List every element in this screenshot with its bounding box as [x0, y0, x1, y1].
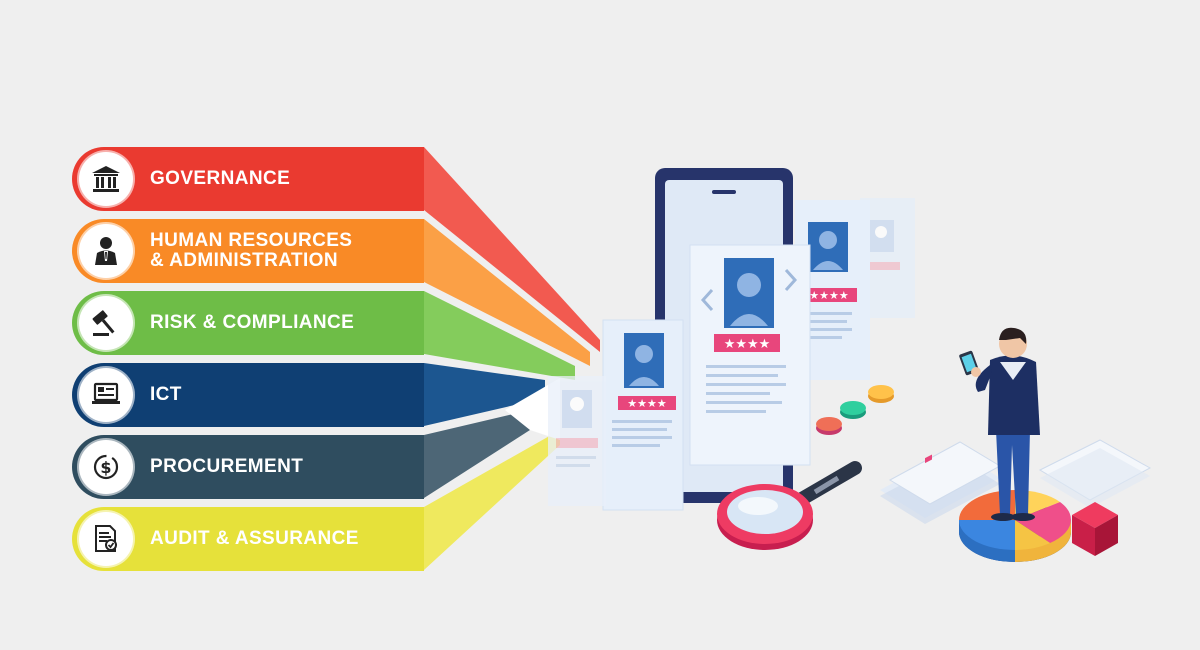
profile-card-left: ★★★★ [602, 319, 684, 511]
category-band-risk-compliance[interactable]: RISK & COMPLIANCE [72, 291, 424, 355]
category-band-audit[interactable]: AUDIT & ASSURANCE [72, 507, 424, 571]
document-stack-right [1038, 439, 1152, 508]
category-label: RISK & COMPLIANCE [150, 312, 355, 333]
svg-text:★★★★: ★★★★ [627, 397, 667, 410]
category-band-procurement[interactable]: $ PROCUREMENT [72, 435, 424, 499]
pie-chart-3d [959, 489, 1072, 562]
svg-text:★★★★: ★★★★ [724, 337, 771, 352]
beam-ict [424, 363, 545, 426]
laptop-alert-icon [79, 368, 133, 422]
category-band-governance[interactable]: GOVERNANCE [72, 147, 424, 211]
category-band-human-resources[interactable]: HUMAN RESOURCES & ADMINISTRATION [72, 219, 424, 283]
coin-stack [816, 385, 894, 435]
red-cube [1072, 502, 1118, 556]
beam-audit [424, 430, 560, 570]
category-label: GOVERNANCE [150, 168, 291, 189]
businessman-icon [79, 224, 133, 278]
businessman-figure [959, 327, 1040, 521]
profile-card-far-left [548, 376, 606, 506]
bank-building-icon [79, 152, 133, 206]
beam-focus [505, 378, 560, 440]
category-band-ict[interactable]: ICT [72, 363, 424, 427]
gavel-icon [79, 296, 133, 350]
beam-governance [424, 147, 600, 352]
category-label: ICT [150, 384, 182, 405]
category-label: AUDIT & ASSURANCE [150, 528, 359, 549]
beam-risk-compliance [424, 291, 575, 380]
dollar-cycle-icon: $ [79, 440, 133, 494]
document-stack-left [880, 441, 1002, 524]
svg-text:★★★★: ★★★★ [809, 289, 849, 302]
magnifying-glass [717, 461, 862, 550]
svg-text:$: $ [100, 458, 111, 477]
category-label: PROCUREMENT [150, 456, 304, 477]
category-label: HUMAN RESOURCES & ADMINISTRATION [150, 230, 353, 271]
beam-procurement [424, 410, 530, 498]
beam-human-resources [424, 219, 590, 366]
profile-card-center: ★★★★ [689, 244, 811, 466]
document-check-icon [79, 512, 133, 566]
